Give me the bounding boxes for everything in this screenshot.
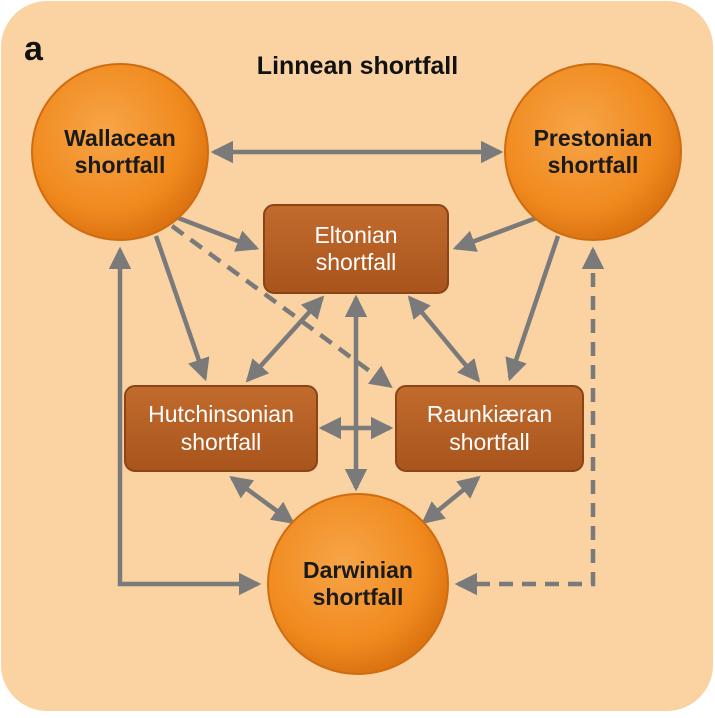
edge-wallacean-to-eltonian <box>167 211 260 252</box>
eltonian-node <box>263 204 449 294</box>
edge-raunkiaeran-to-darwinian <box>421 475 481 525</box>
darwinian-node <box>267 493 449 675</box>
edge-prestonian-to-eltonian <box>452 211 548 252</box>
edge-eltonian-to-raunkiaeran <box>407 295 481 383</box>
hutchinsonian-node <box>124 385 318 472</box>
wallacean-node <box>31 63 209 241</box>
raunkiaeran-node <box>395 385 584 472</box>
edges-layer <box>108 140 605 596</box>
diagram-title: Linnean shortfall <box>256 52 459 80</box>
edge-eltonian-to-hutchinsonian <box>245 295 325 383</box>
edge-prestonian-to-darwinian <box>454 246 605 596</box>
panel-letter: a <box>24 30 43 68</box>
prestonian-node <box>504 63 682 241</box>
nodes-layer <box>31 63 682 675</box>
edge-wallacean-to-darwinian <box>108 246 262 596</box>
edge-hutchinsonian-to-darwinian <box>229 476 295 524</box>
